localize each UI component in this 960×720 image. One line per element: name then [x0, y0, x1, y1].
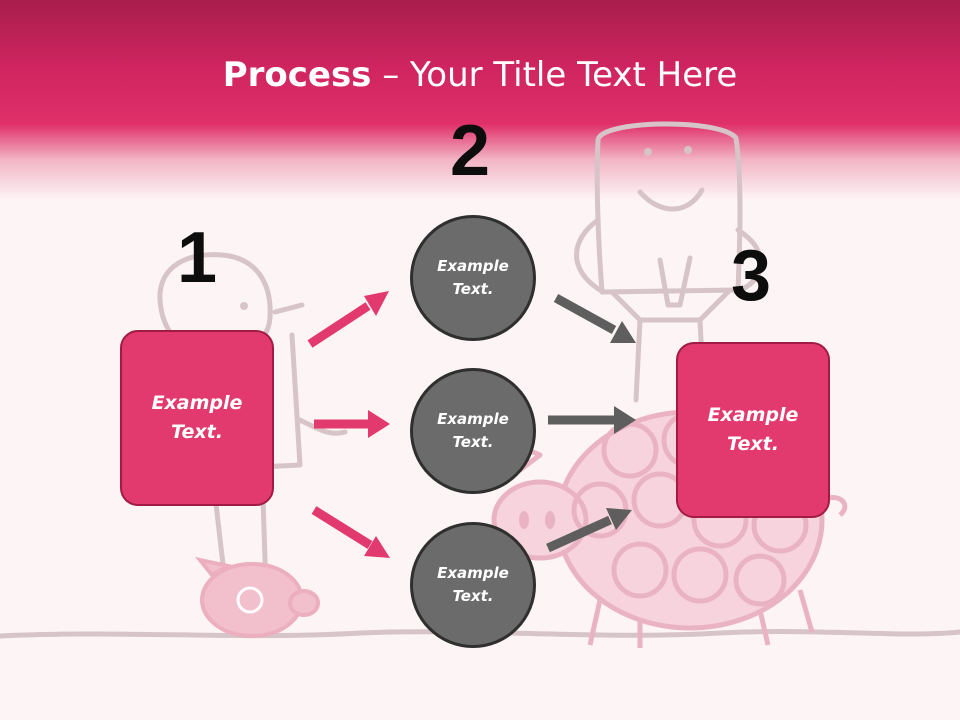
- gray-arrow-down: [553, 294, 636, 343]
- pink-arrow-straight: [314, 410, 390, 438]
- header-band: [0, 0, 960, 200]
- gray-arrow-up: [546, 508, 632, 553]
- left-box-text: Example Text.: [151, 392, 243, 443]
- title-rest: – Your Title Text Here: [371, 55, 738, 95]
- circle-top-text: Example Text.: [437, 257, 509, 298]
- step-number-2: 2: [450, 111, 491, 191]
- circle-bottom-text: Example Text.: [437, 564, 509, 605]
- pink-arrow-up: [307, 291, 389, 348]
- step-number-3: 3: [731, 236, 772, 316]
- page-title: Process – Your Title Text Here: [0, 52, 960, 98]
- step-number-1: 1: [177, 218, 218, 298]
- left-step-box: Example Text.: [120, 330, 274, 506]
- gray-arrow-straight: [548, 406, 636, 434]
- right-step-box: Example Text.: [676, 342, 830, 518]
- right-box-text: Example Text.: [707, 404, 799, 455]
- circle-top: Example Text.: [410, 215, 536, 341]
- title-bold: Process: [222, 55, 372, 95]
- pink-arrow-down: [311, 506, 390, 558]
- circle-middle: Example Text.: [410, 368, 536, 494]
- circle-middle-text: Example Text.: [437, 410, 509, 451]
- circle-bottom: Example Text.: [410, 522, 536, 648]
